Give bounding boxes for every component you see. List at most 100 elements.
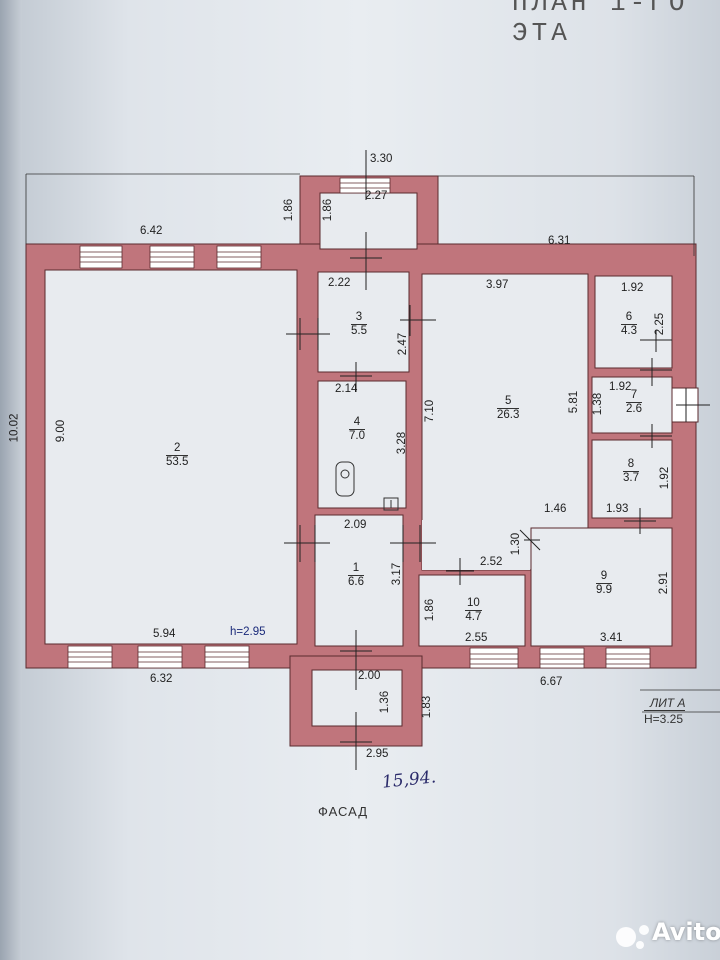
door-room-3-right — [400, 305, 436, 336]
door-room-3-left — [286, 318, 330, 350]
plan-title: ПЛАН 1-ГО ЭТА — [512, 0, 689, 48]
dimension-label: 6.32 — [150, 673, 173, 685]
room-area: 9.9 — [596, 584, 612, 596]
window-top-3 — [216, 245, 262, 269]
plan-extension-lines — [25, 173, 720, 713]
dimension-label: 2.22 — [328, 277, 351, 289]
interior-room-3 — [317, 271, 410, 373]
plan-fixtures — [335, 461, 399, 511]
window-bottom-2 — [137, 645, 183, 669]
room-number: 9 — [596, 570, 612, 584]
room-number: 10 — [465, 597, 482, 611]
door-top-annex — [350, 150, 382, 290]
window-top-1 — [79, 245, 123, 269]
window-top-2 — [149, 245, 195, 269]
dimension-label: 5.81 — [568, 390, 581, 414]
plan-doors — [284, 150, 710, 770]
interior-room-1 — [314, 514, 404, 647]
door-room-1-bottom — [340, 630, 372, 690]
dimension-label: 1.92 — [609, 381, 632, 393]
toilet-icon — [335, 461, 355, 497]
dimension-label: 6.42 — [140, 225, 163, 237]
stair-marker-icon — [383, 497, 399, 511]
window-bottom-4 — [469, 647, 519, 669]
dimension-label: 2.25 — [654, 312, 667, 336]
facade-label: ФАСАД — [318, 804, 368, 819]
interior-room-6 — [594, 275, 673, 369]
room-number: 5 — [497, 395, 520, 409]
room-number: 2 — [166, 442, 189, 456]
door-room-8 — [640, 424, 672, 448]
window-bottom-5 — [539, 647, 585, 669]
dimension-label: 2.95 — [366, 748, 389, 760]
plan-interiors — [44, 192, 673, 727]
dimension-label: 2.00 — [358, 670, 381, 682]
room-number: 4 — [349, 416, 365, 430]
room-area: 26.3 — [497, 409, 520, 421]
door-bottom-annex — [340, 712, 372, 770]
dimension-label: 1.92 — [659, 466, 672, 490]
interior-bottom-annex — [311, 669, 403, 727]
dimension-label: 3.28 — [396, 431, 409, 455]
window-bottom-6 — [605, 647, 651, 669]
dimension-label: 2.47 — [397, 332, 410, 356]
height-note: h=2.95 — [230, 626, 266, 638]
room-area: 7.0 — [349, 430, 365, 442]
dimension-label: 3.17 — [391, 562, 404, 586]
dimension-label: 2.52 — [480, 556, 503, 568]
door-room-1-right — [390, 525, 436, 562]
dimension-label: 1.83 — [421, 695, 434, 719]
dimension-label: 6.67 — [540, 676, 563, 688]
door-room-1-left — [284, 525, 330, 562]
interior-room-5-lower — [422, 520, 530, 570]
dimension-label: 1.93 — [606, 503, 629, 515]
room-area: 4.7 — [465, 611, 482, 623]
watermark-text: Avito — [652, 918, 720, 946]
room-area: 53.5 — [166, 456, 189, 468]
room-number: 7 — [626, 389, 642, 403]
room-number: 1 — [348, 562, 364, 576]
dimension-label: 6.31 — [548, 235, 571, 247]
paper-edge — [0, 0, 22, 960]
dimension-label: 2.55 — [465, 632, 488, 644]
interior-room-2 — [44, 269, 298, 645]
dimension-label: 1.46 — [544, 503, 567, 515]
dimension-label: 3.41 — [600, 632, 623, 644]
dimension-label: 2.91 — [658, 571, 671, 595]
window-bottom-3 — [204, 645, 250, 669]
room-area: 5.5 — [351, 325, 367, 337]
dimension-label: 1.86 — [283, 198, 296, 222]
room-area: 4.3 — [621, 325, 637, 337]
dimension-label: 9.00 — [55, 419, 68, 443]
dimension-label: 1.86 — [322, 198, 335, 222]
dimension-label: 2.27 — [365, 190, 388, 202]
lit-height: H=3.25 — [644, 710, 686, 726]
door-room-4 — [340, 362, 372, 392]
dimension-label: 1.30 — [510, 532, 523, 556]
interior-room-7 — [591, 376, 673, 434]
door-room-10 — [446, 558, 474, 585]
dimension-label: 2.14 — [335, 383, 358, 395]
room-area: 6.6 — [348, 576, 364, 588]
dimension-label: 1.36 — [379, 690, 392, 714]
room-number: 8 — [623, 458, 639, 472]
room-number: 3 — [351, 311, 367, 325]
room-area: 2.6 — [626, 403, 642, 415]
door-room-9-top — [624, 508, 656, 534]
dimension-label: 1.38 — [592, 392, 605, 416]
interior-room-4 — [317, 380, 407, 509]
door-room-7 — [640, 358, 672, 386]
dimension-label: 1.92 — [621, 282, 644, 294]
dimension-label: 1.86 — [424, 598, 437, 622]
dimension-label: 2.09 — [344, 519, 367, 531]
dimension-label: 3.30 — [370, 153, 393, 165]
